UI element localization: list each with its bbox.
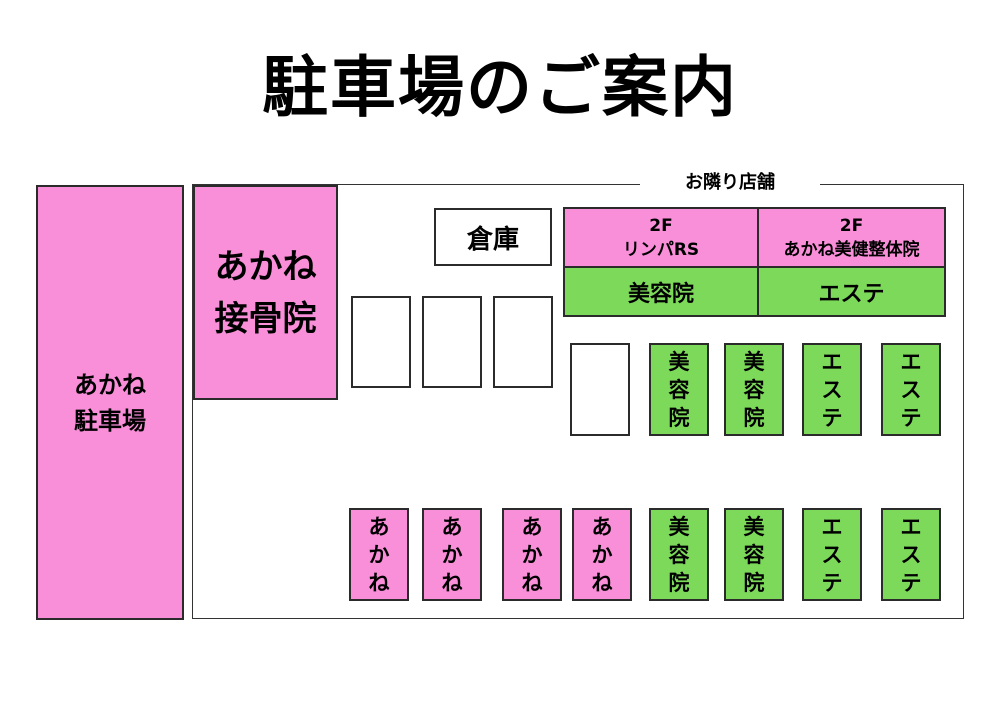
- site-outline: [192, 184, 964, 619]
- space-char: 容: [668, 542, 690, 567]
- space-char: 容: [668, 377, 690, 402]
- space-char: エ: [821, 349, 843, 374]
- space-char: あ: [591, 514, 613, 539]
- floor2-shop-lymph: 2F リンパRS: [563, 207, 759, 268]
- neighbor-shops-label: お隣り店舗: [640, 170, 820, 196]
- parking-space-akane: あ か ね: [349, 508, 409, 601]
- space-char: 院: [743, 570, 765, 595]
- floor2-left-floor: 2F: [649, 215, 673, 236]
- space-char: ね: [441, 570, 463, 595]
- space-char: ね: [521, 570, 543, 595]
- parking-space-empty: [493, 296, 553, 388]
- parking-space-empty: [570, 343, 630, 436]
- clinic-label-line2: 接骨院: [214, 298, 317, 339]
- space-char: 容: [743, 377, 765, 402]
- space-char: ね: [591, 570, 613, 595]
- parking-lot-label-line1: あかね: [74, 370, 146, 399]
- space-char: 美: [743, 349, 765, 374]
- floor1-shop-esute: エステ: [757, 266, 946, 317]
- parking-space-esute: エ ス テ: [881, 508, 941, 601]
- parking-space-empty: [422, 296, 482, 388]
- space-char: 院: [668, 405, 690, 430]
- parking-space-akane: あ か ね: [572, 508, 632, 601]
- space-char: あ: [368, 514, 390, 539]
- parking-space-biyouin: 美 容 院: [724, 508, 784, 601]
- parking-space-akane: あ か ね: [422, 508, 482, 601]
- space-char: ス: [900, 542, 922, 567]
- space-char: 院: [743, 405, 765, 430]
- floor2-right-floor: 2F: [839, 215, 864, 236]
- space-char: か: [521, 542, 543, 567]
- parking-space-biyouin: 美 容 院: [649, 343, 709, 436]
- space-char: エ: [900, 514, 922, 539]
- space-char: 容: [743, 542, 765, 567]
- akane-clinic-building: あかね 接骨院: [193, 185, 338, 400]
- parking-space-empty: [351, 296, 411, 388]
- clinic-label-line1: あかね: [214, 246, 317, 287]
- akane-parking-lot: あかね 駐車場: [36, 185, 184, 620]
- page-title: 駐車場のご案内: [262, 49, 738, 126]
- parking-space-biyouin: 美 容 院: [649, 508, 709, 601]
- floor1-right-label: エステ: [818, 281, 885, 307]
- floor2-right-name: あかね美健整体院: [783, 239, 920, 260]
- space-char: エ: [900, 349, 922, 374]
- parking-space-biyouin: 美 容 院: [724, 343, 784, 436]
- space-char: か: [591, 542, 613, 567]
- space-char: あ: [521, 514, 543, 539]
- space-char: ス: [821, 542, 843, 567]
- floor2-shop-seitai: 2F あかね美健整体院: [757, 207, 946, 268]
- space-char: エ: [821, 514, 843, 539]
- space-char: 院: [668, 570, 690, 595]
- parking-space-esute: エ ス テ: [802, 343, 862, 436]
- space-char: 美: [668, 514, 690, 539]
- space-char: か: [441, 542, 463, 567]
- space-char: ス: [900, 377, 922, 402]
- space-char: ね: [368, 570, 390, 595]
- space-char: テ: [900, 405, 922, 430]
- space-char: テ: [900, 570, 922, 595]
- space-char: 美: [743, 514, 765, 539]
- storage-building: 倉庫: [434, 208, 552, 266]
- storage-label: 倉庫: [466, 224, 519, 255]
- space-char: テ: [821, 570, 843, 595]
- space-char: テ: [821, 405, 843, 430]
- parking-space-esute: エ ス テ: [802, 508, 862, 601]
- space-char: か: [368, 542, 390, 567]
- parking-space-akane: あ か ね: [502, 508, 562, 601]
- floor1-shop-biyouin: 美容院: [563, 266, 759, 317]
- floor1-left-label: 美容院: [627, 281, 694, 307]
- space-char: ス: [821, 377, 843, 402]
- space-char: 美: [668, 349, 690, 374]
- floor2-left-name: リンパRS: [622, 239, 700, 260]
- parking-lot-label-line2: 駐車場: [74, 406, 146, 435]
- space-char: あ: [441, 514, 463, 539]
- parking-space-esute: エ ス テ: [881, 343, 941, 436]
